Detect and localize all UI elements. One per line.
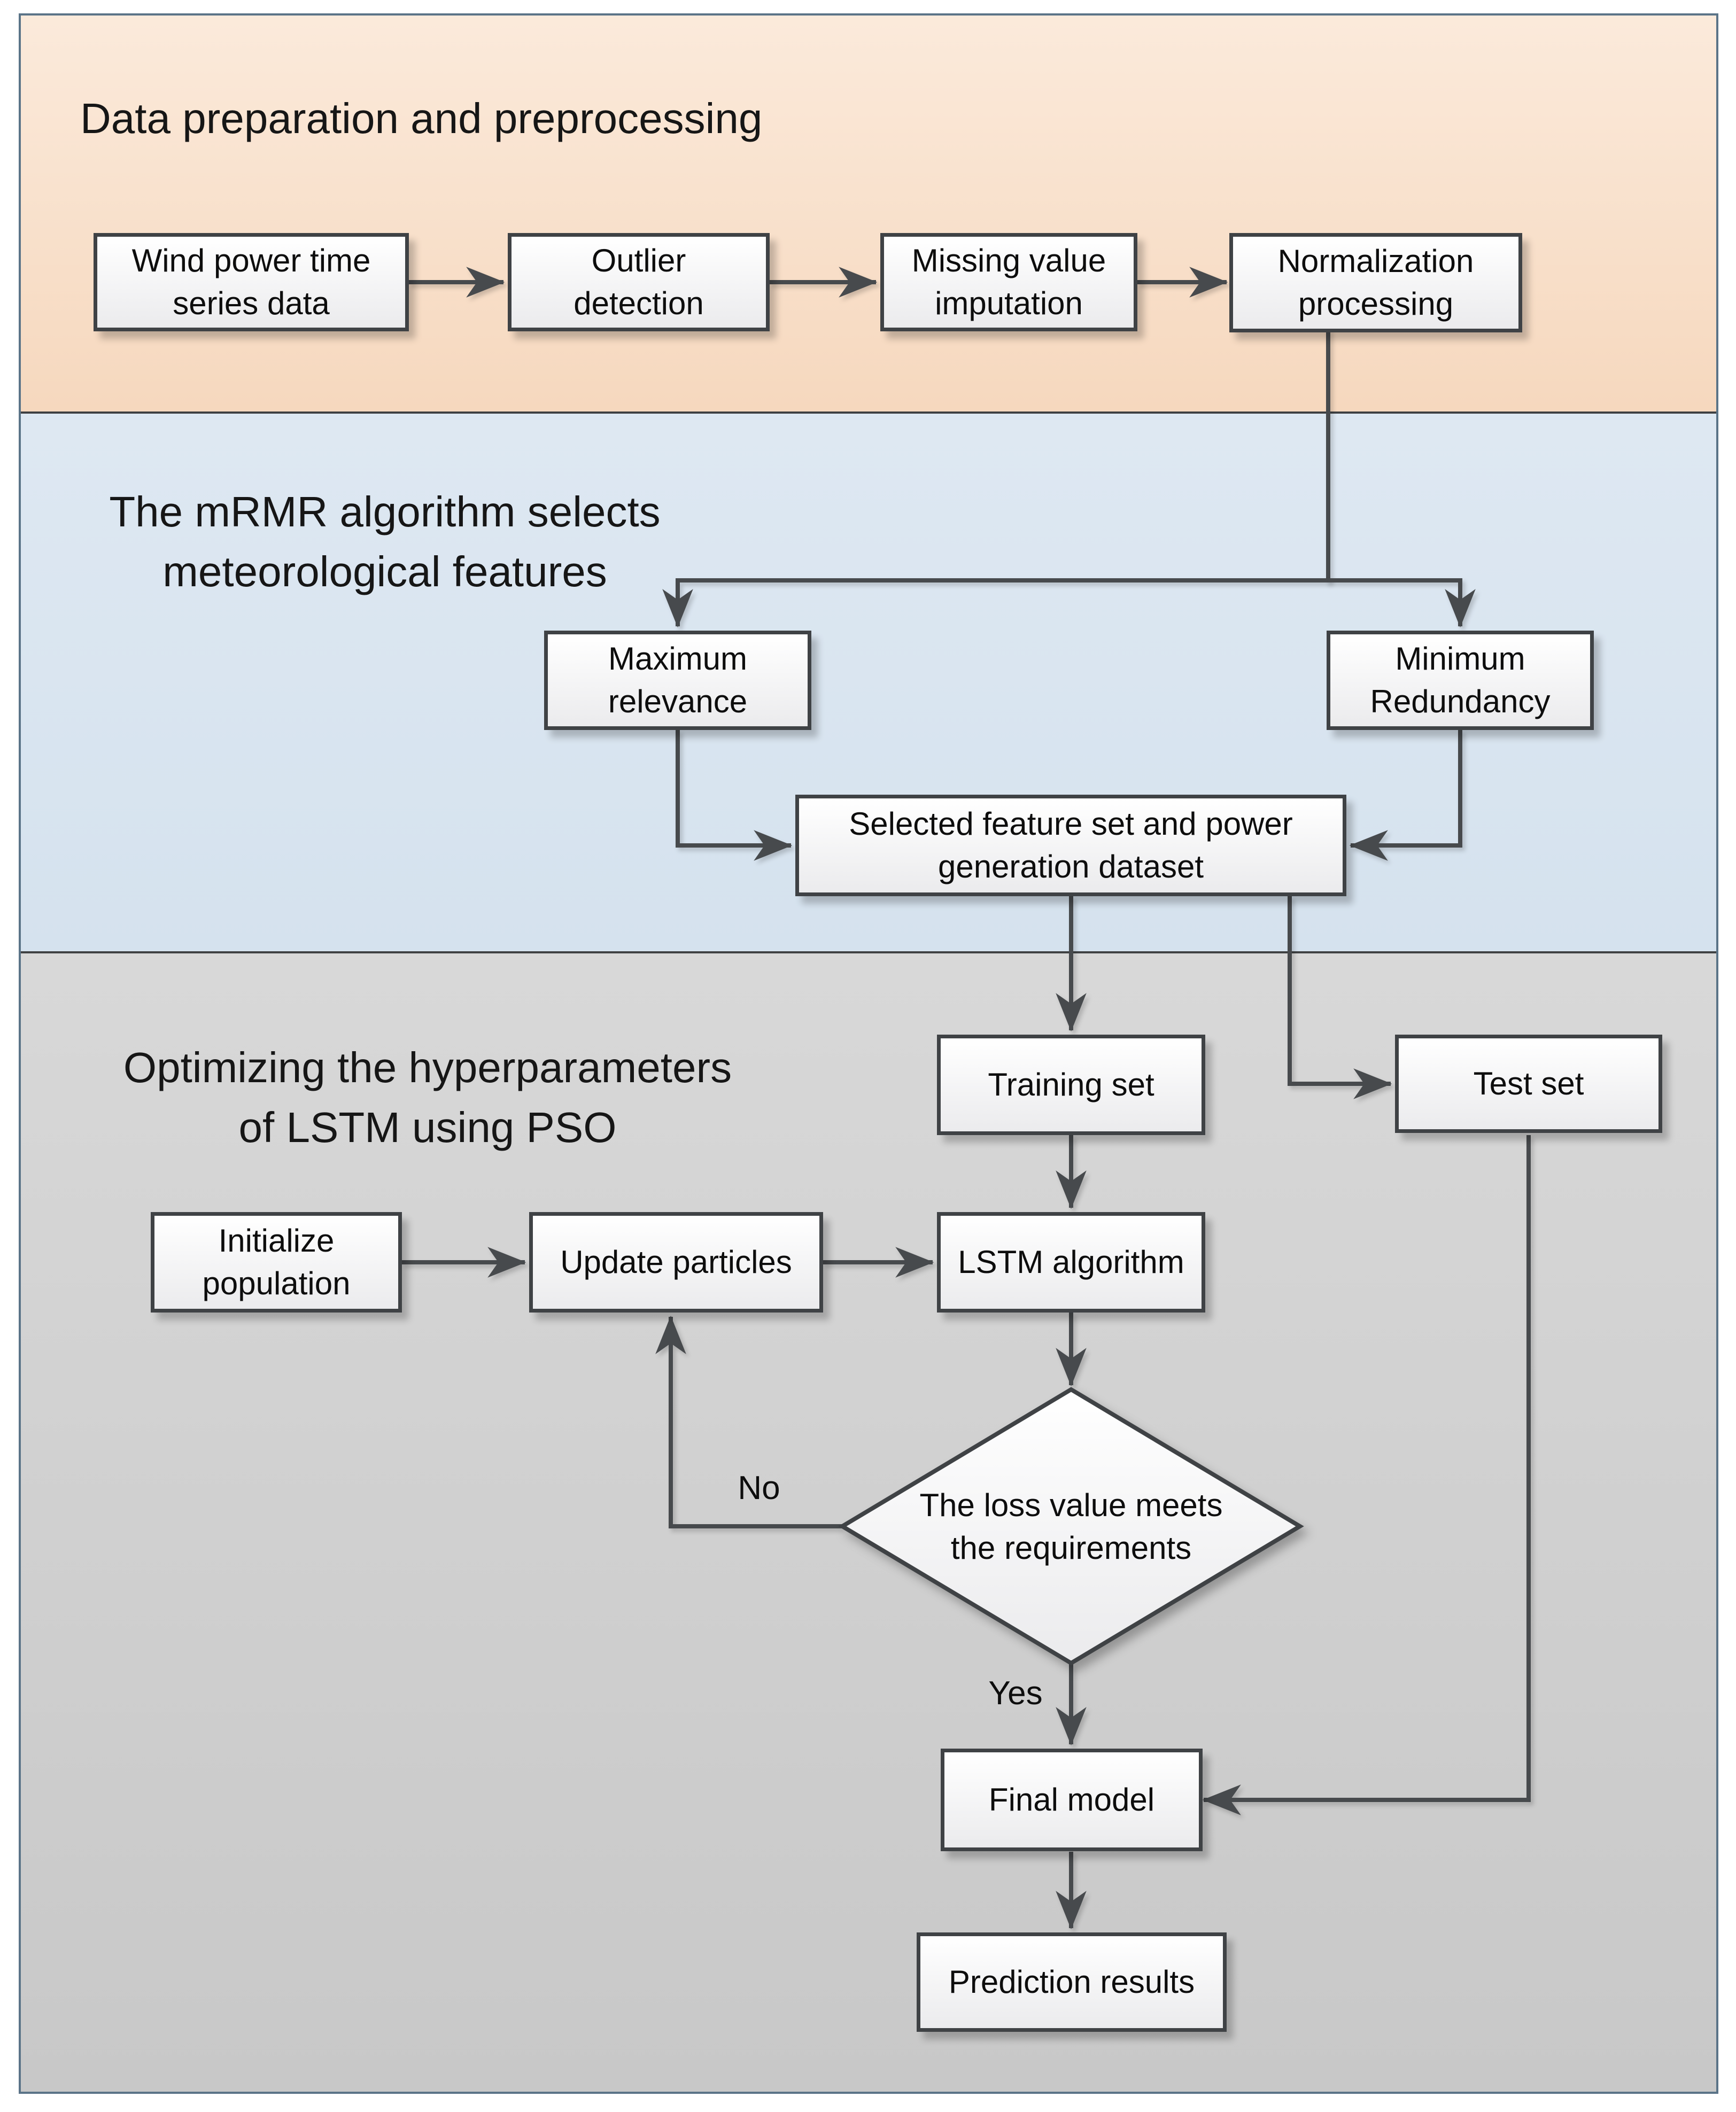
node-loss-decision: The loss value meets the requirements bbox=[857, 1476, 1285, 1578]
section-title-mrmr: The mRMR algorithm selects meteorologica… bbox=[109, 488, 661, 595]
node-label: Update particles bbox=[560, 1244, 792, 1280]
node-label: The loss value meets the requirements bbox=[919, 1487, 1223, 1566]
edge-label-yes: Yes bbox=[988, 1675, 1043, 1712]
node-label: Outlier detection bbox=[574, 243, 704, 321]
node-label: Training set bbox=[988, 1067, 1154, 1102]
edge-label-no: No bbox=[738, 1470, 780, 1507]
node-prediction-results: Prediction results bbox=[917, 1932, 1227, 2032]
node-label: Wind power time series data bbox=[131, 243, 371, 321]
node-label: Final model bbox=[988, 1782, 1155, 1818]
connector-max-to-selected bbox=[676, 730, 793, 861]
connector-min-to-selected bbox=[1349, 730, 1462, 861]
node-initialize-population: Initialize population bbox=[151, 1212, 402, 1313]
node-update-particles: Update particles bbox=[529, 1212, 823, 1313]
node-test-set: Test set bbox=[1395, 1035, 1662, 1133]
section-title-pso: Optimizing the hyperparameters of LSTM u… bbox=[123, 1044, 732, 1151]
decision-diamond bbox=[838, 1387, 1304, 1666]
node-label: Normalization processing bbox=[1277, 243, 1474, 322]
node-missing-value-imputation: Missing value imputation bbox=[880, 233, 1137, 331]
connector-no-loop-to-update bbox=[655, 1315, 842, 1528]
node-label: LSTM algorithm bbox=[958, 1244, 1184, 1280]
node-minimum-redundancy: Minimum Redundancy bbox=[1327, 631, 1594, 730]
connector-test-to-final bbox=[1202, 1135, 1531, 1815]
node-label: Missing value imputation bbox=[911, 243, 1106, 321]
node-label: Prediction results bbox=[948, 1964, 1195, 2000]
node-label: Maximum relevance bbox=[608, 641, 748, 719]
connector-selected-to-test bbox=[1288, 896, 1392, 1099]
node-wind-power-data: Wind power time series data bbox=[94, 233, 409, 331]
node-final-model: Final model bbox=[941, 1749, 1203, 1851]
section-data-preprocessing bbox=[19, 13, 1718, 411]
node-training-set: Training set bbox=[937, 1035, 1205, 1135]
connector-branch-to-max-relevance bbox=[662, 578, 1328, 628]
node-label: Test set bbox=[1473, 1066, 1584, 1101]
node-selected-feature-set: Selected feature set and power generatio… bbox=[795, 795, 1346, 896]
section-title-data-preprocessing: Data preparation and preprocessing bbox=[80, 95, 763, 142]
connector-branch-to-min-redundancy bbox=[1328, 578, 1476, 628]
node-label: Minimum Redundancy bbox=[1370, 641, 1551, 719]
node-normalization-processing: Normalization processing bbox=[1229, 233, 1522, 332]
node-lstm-algorithm: LSTM algorithm bbox=[937, 1212, 1205, 1313]
node-maximum-relevance: Maximum relevance bbox=[544, 631, 811, 730]
node-label: Initialize population bbox=[202, 1223, 351, 1301]
node-outlier-detection: Outlier detection bbox=[508, 233, 770, 331]
node-label: Selected feature set and power generatio… bbox=[849, 806, 1293, 884]
